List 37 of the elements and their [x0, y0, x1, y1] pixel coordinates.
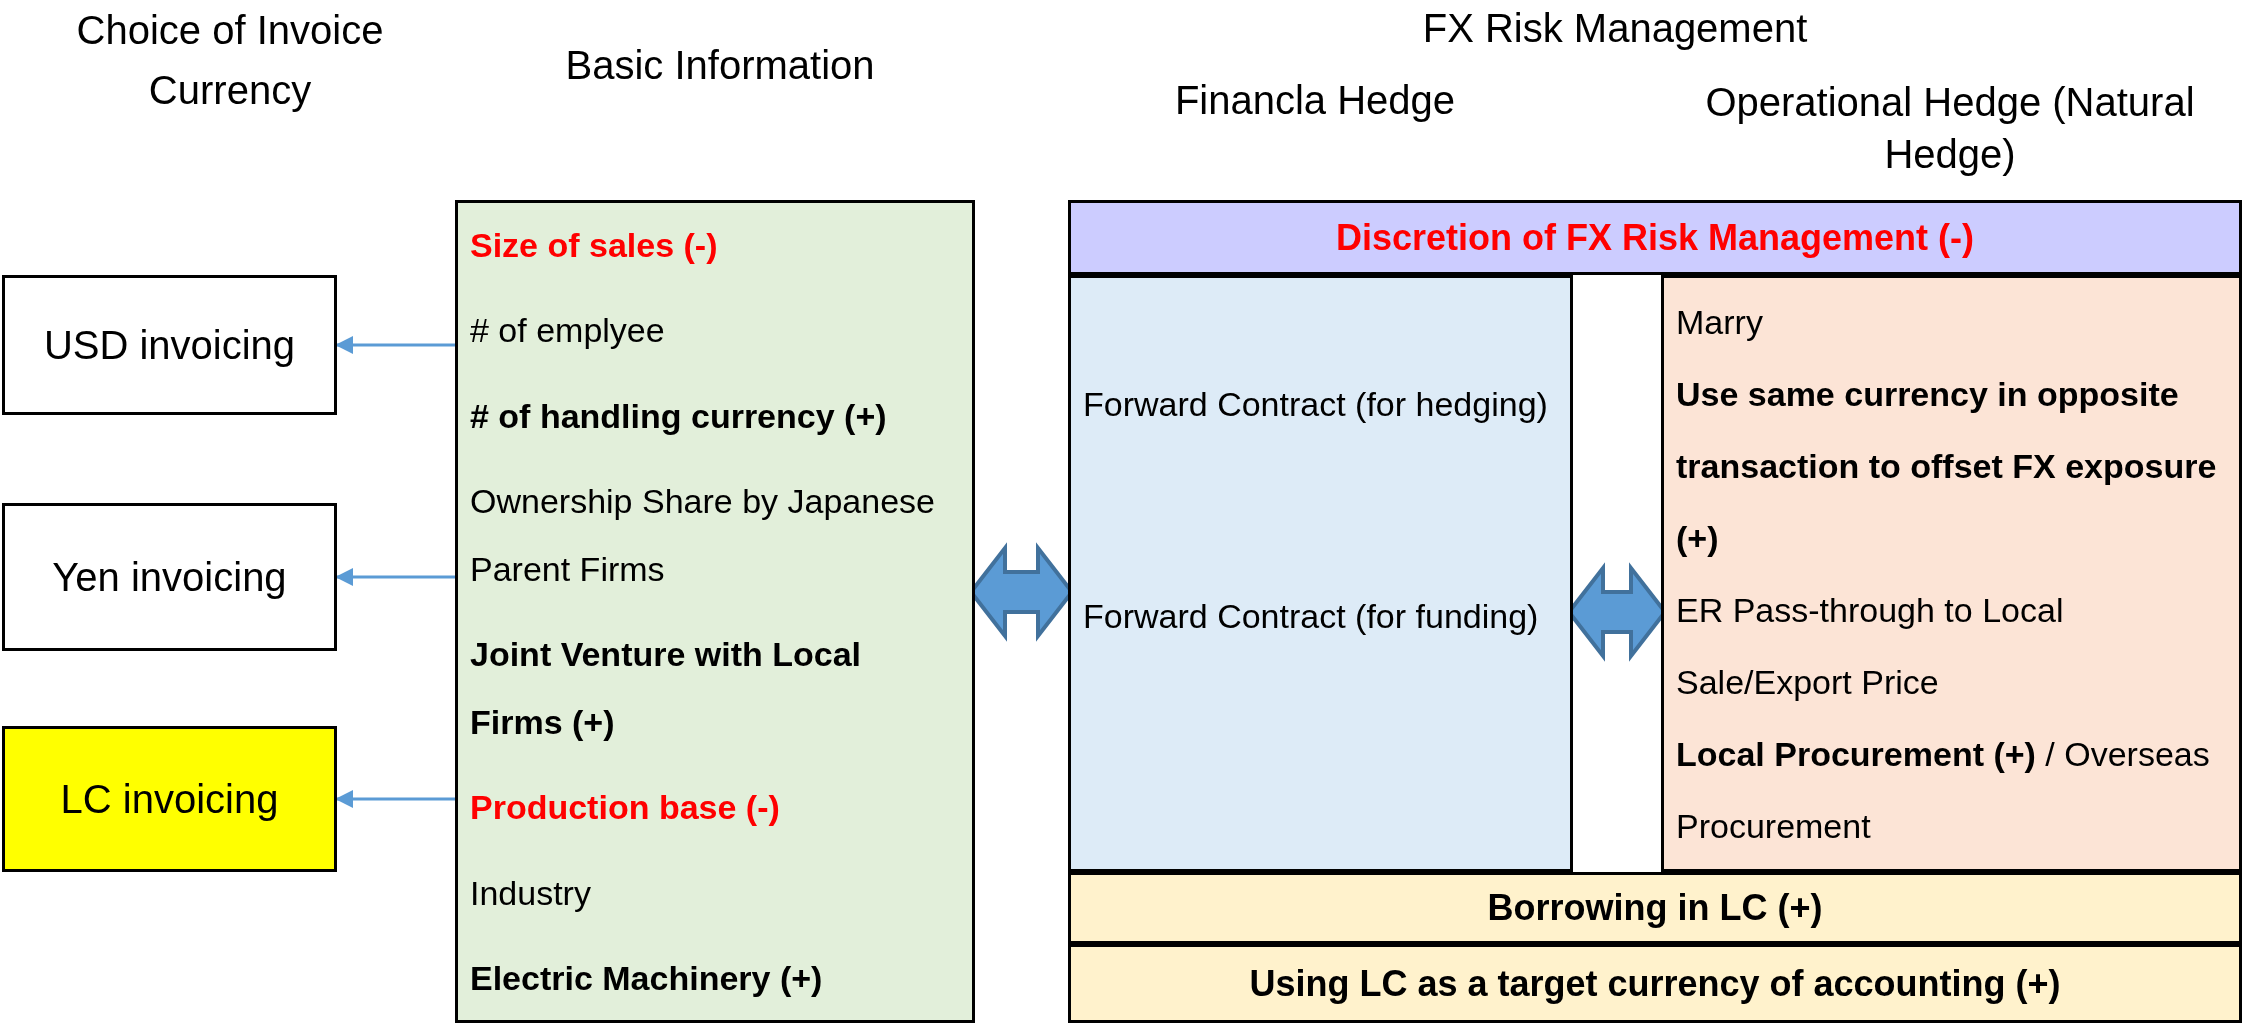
- node-text: Marry: [1676, 302, 1764, 343]
- hedge-panel: [1068, 275, 1573, 872]
- column-heading: Financla Hedge: [1173, 77, 1457, 124]
- node-text: Size of sales (-): [470, 225, 719, 266]
- arrow: [335, 336, 455, 354]
- header-band: [1068, 200, 2242, 275]
- node-text: Ownership Share by Japanese Parent Firms: [470, 480, 936, 590]
- section-heading: FX Risk Management: [1421, 5, 1809, 52]
- node-text: Production base (-): [470, 787, 781, 829]
- node-text: Yen invoicing: [52, 554, 287, 601]
- invoice-box: [2, 275, 337, 415]
- strategy-band: [1068, 944, 2242, 1023]
- arrow: [335, 568, 455, 586]
- node-text: Forward Contract (for funding): [1083, 596, 1540, 637]
- invoice-box: [2, 503, 337, 651]
- column-heading: Basic Information: [564, 42, 876, 89]
- node-text: Use same currency in opposite transaction to offset FX exposure (+): [1676, 374, 2218, 559]
- node-text: Joint Venture with Local Firms (+): [470, 634, 863, 744]
- node-text: Forward Contract (for hedging): [1083, 384, 1549, 425]
- node-text: LC invoicing: [60, 776, 279, 823]
- node-text: Borrowing in LC (+): [1487, 886, 1823, 930]
- column-heading: Choice of Invoice Currency: [75, 7, 385, 114]
- node-text: Industry: [470, 872, 592, 914]
- node-text: Using LC as a target currency of accounting (+): [1249, 961, 2061, 1006]
- arrow: [335, 790, 455, 808]
- node-text: # of emplyee: [470, 310, 666, 352]
- column-heading: Operational Hedge (Natural Hedge): [1704, 79, 2196, 178]
- node-text: Local Procurement (+) / Overseas Procurement: [1676, 734, 2211, 847]
- node-text: ER Pass-through to Local Sale/Export Price: [1676, 590, 2065, 703]
- hedge-panel: [1661, 275, 2242, 872]
- info-panel: [455, 200, 975, 1023]
- node-text: Discretion of FX Risk Management (-): [1335, 215, 1975, 260]
- node-text: # of handling currency (+): [470, 395, 888, 437]
- strategy-band: [1068, 872, 2242, 944]
- node-text: USD invoicing: [43, 322, 296, 369]
- node-text: Electric Machinery (+): [470, 957, 824, 999]
- invoice-box: [2, 726, 337, 872]
